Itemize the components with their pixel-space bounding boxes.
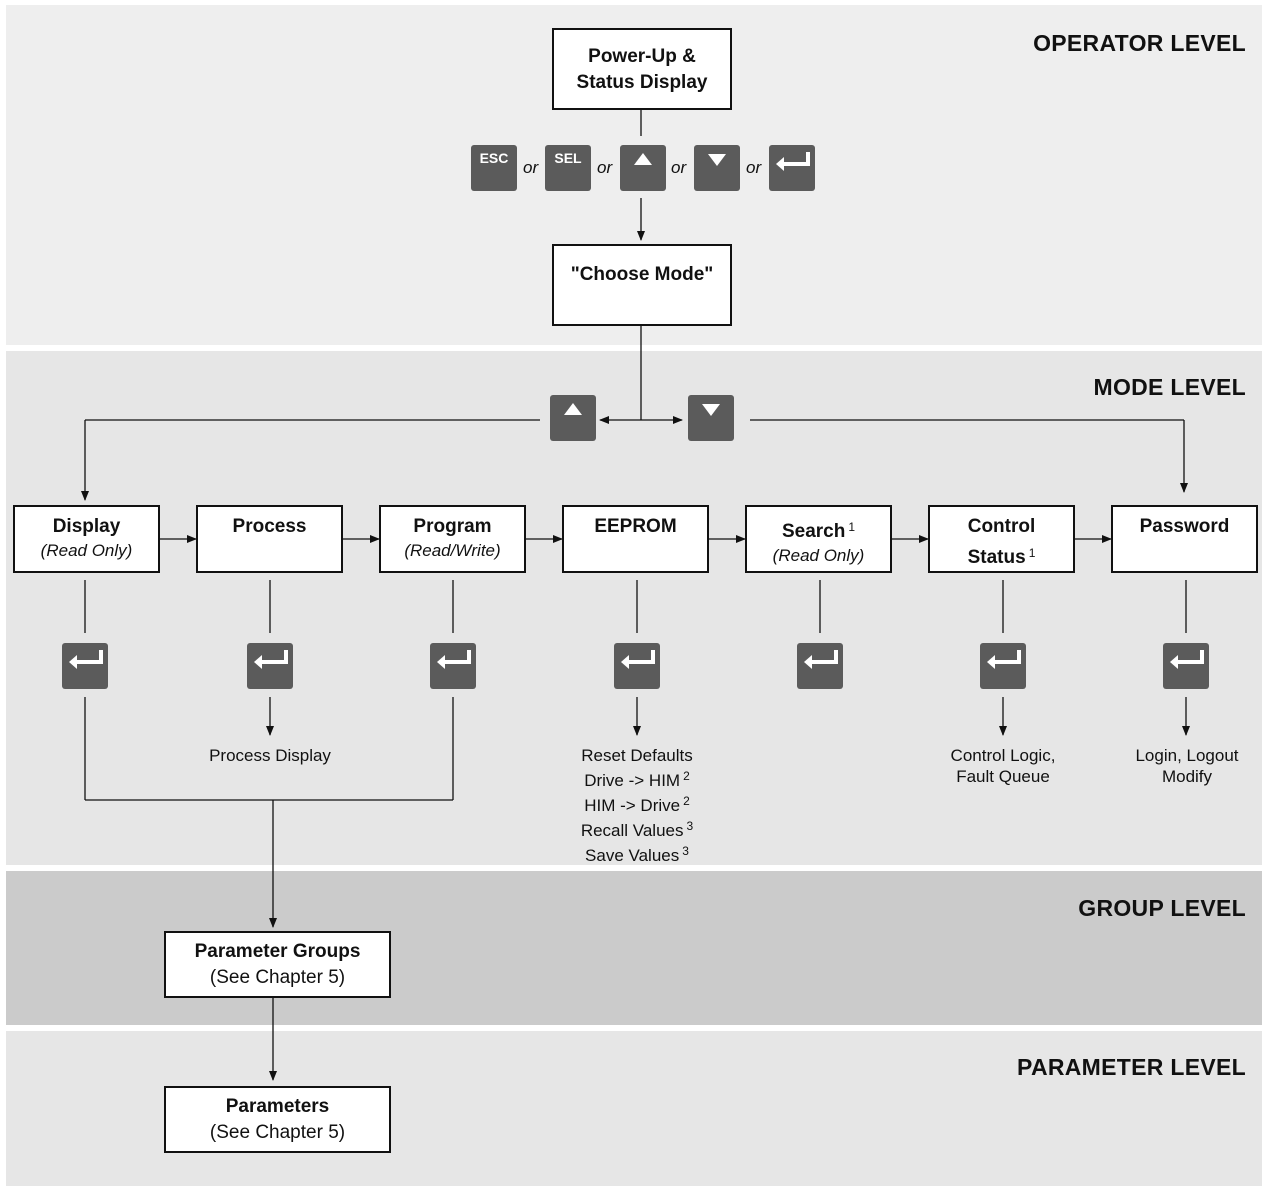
sel-key[interactable]: SEL bbox=[545, 145, 591, 191]
control-status-result: Control Logic, Fault Queue bbox=[950, 746, 1056, 786]
operator-level-label: OPERATOR LEVEL bbox=[1033, 30, 1246, 56]
or-label: or bbox=[597, 158, 613, 177]
enter-key[interactable] bbox=[769, 145, 815, 191]
power-up-line2: Status Display bbox=[576, 72, 708, 93]
mode-title: Process bbox=[232, 516, 307, 537]
down-arrow-icon bbox=[702, 404, 720, 416]
mode-title-line1: Control bbox=[967, 516, 1036, 537]
mode-subtitle: (Read Only) bbox=[772, 546, 865, 565]
enter-icon bbox=[69, 650, 103, 669]
search-enter-key[interactable] bbox=[797, 643, 843, 689]
down-arrow-icon bbox=[708, 154, 726, 166]
mode-password-box[interactable]: Password bbox=[1111, 505, 1258, 573]
choose-mode-box: "Choose Mode" bbox=[552, 244, 732, 326]
mode-subtitle: (Read Only) bbox=[40, 541, 133, 560]
parameter-groups-box[interactable]: Parameter Groups (See Chapter 5) bbox=[164, 931, 391, 998]
esc-key[interactable]: ESC bbox=[471, 145, 517, 191]
footnote-marker: 1 bbox=[848, 520, 856, 534]
mode-title: EEPROM bbox=[594, 516, 677, 537]
program-enter-key[interactable] bbox=[430, 643, 476, 689]
mode-level-band bbox=[6, 351, 1262, 865]
parameters-note: (See Chapter 5) bbox=[209, 1122, 346, 1143]
display-enter-key[interactable] bbox=[62, 643, 108, 689]
mode-title: Display bbox=[52, 516, 121, 537]
mode-subtitle: (Read/Write) bbox=[404, 541, 501, 560]
up-arrow-icon bbox=[634, 153, 652, 165]
up-arrow-icon bbox=[564, 403, 582, 415]
mode-up-arrow-key[interactable] bbox=[550, 395, 596, 441]
enter-icon bbox=[776, 152, 810, 171]
parameter-groups-note: (See Chapter 5) bbox=[209, 967, 346, 988]
control-status-enter-key[interactable] bbox=[980, 643, 1026, 689]
or-label: or bbox=[523, 158, 539, 177]
parameter-level-label: PARAMETER LEVEL bbox=[1017, 1054, 1246, 1080]
parameter-groups-title: Parameter Groups bbox=[194, 941, 361, 962]
or-label: or bbox=[671, 158, 687, 177]
footnote-marker: 1 bbox=[1028, 546, 1036, 560]
eeprom-enter-key[interactable] bbox=[614, 643, 660, 689]
or-label: or bbox=[746, 158, 762, 177]
power-up-status-box: Power-Up & Status Display bbox=[552, 28, 732, 110]
footnote-marker: 3 bbox=[686, 819, 694, 833]
parameters-box[interactable]: Parameters (See Chapter 5) bbox=[164, 1086, 391, 1153]
process-enter-key[interactable] bbox=[247, 643, 293, 689]
up-arrow-key[interactable] bbox=[620, 145, 666, 191]
mode-level-label: MODE LEVEL bbox=[1093, 374, 1246, 400]
password-enter-key[interactable] bbox=[1163, 643, 1209, 689]
enter-icon bbox=[621, 650, 655, 669]
enter-icon bbox=[437, 650, 471, 669]
down-arrow-key[interactable] bbox=[694, 145, 740, 191]
enter-icon bbox=[254, 650, 288, 669]
choose-mode-label: "Choose Mode" bbox=[570, 264, 714, 285]
process-result: Process Display bbox=[209, 746, 331, 765]
footnote-marker: 2 bbox=[683, 794, 690, 808]
eeprom-result-item: Reset Defaults bbox=[581, 746, 693, 765]
footnote-marker: 2 bbox=[683, 769, 690, 783]
footnote-marker: 3 bbox=[682, 844, 689, 858]
password-result: Login, Logout Modify bbox=[1135, 746, 1239, 786]
enter-icon bbox=[987, 650, 1021, 669]
mode-title: Password bbox=[1139, 516, 1230, 537]
power-up-line1: Power-Up & bbox=[588, 46, 696, 67]
mode-down-arrow-key[interactable] bbox=[688, 395, 734, 441]
group-level-label: GROUP LEVEL bbox=[1078, 895, 1246, 921]
mode-display-box[interactable]: Display (Read Only) bbox=[13, 505, 160, 573]
mode-title: Program bbox=[413, 516, 492, 537]
mode-eeprom-box[interactable]: EEPROM bbox=[562, 505, 709, 573]
mode-process-box[interactable]: Process bbox=[196, 505, 343, 573]
enter-icon bbox=[1170, 650, 1204, 669]
mode-program-box[interactable]: Program (Read/Write) bbox=[379, 505, 526, 573]
enter-icon bbox=[804, 650, 838, 669]
parameters-title: Parameters bbox=[225, 1096, 330, 1117]
